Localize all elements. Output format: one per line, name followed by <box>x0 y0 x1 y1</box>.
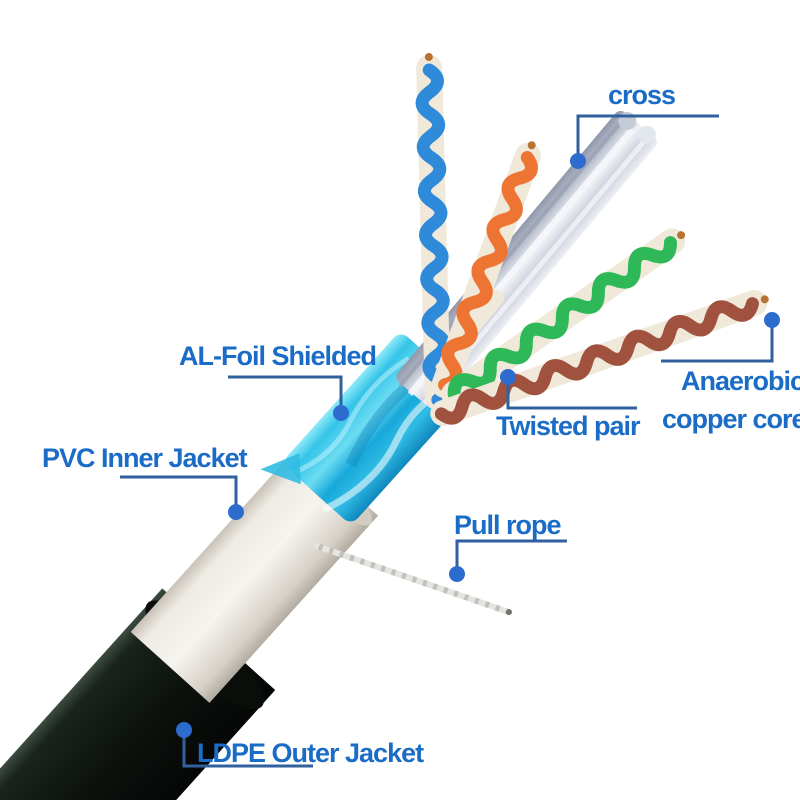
green-twisted-pair <box>441 228 686 408</box>
foil-flap <box>260 453 301 485</box>
foil-highlight <box>290 356 411 476</box>
brown-twisted-pair <box>430 290 769 427</box>
label-cross: cross <box>608 80 676 110</box>
leader-twisted-pair <box>506 380 637 410</box>
blue-twisted-pair <box>415 53 452 409</box>
leader-anaerobic <box>661 323 774 363</box>
label-anaerobic-line1: Anaerobic <box>681 366 800 396</box>
leader-cross <box>576 114 719 160</box>
leader-dot-al-foil <box>333 405 349 421</box>
leader-pull-rope <box>455 539 567 571</box>
label-ldpe-outer-jacket: LDPE Outer Jacket <box>197 738 424 768</box>
leader-pvc <box>120 475 238 509</box>
leader-dot-pull-rope <box>449 566 465 582</box>
label-pull-rope: Pull rope <box>454 510 562 540</box>
label-twisted-pair: Twisted pair <box>496 411 641 441</box>
copper-tip <box>527 141 536 150</box>
leader-al-foil <box>228 375 343 410</box>
leader-dot-ldpe <box>176 722 192 738</box>
label-anaerobic-line2: copper core <box>662 404 800 434</box>
copper-tip <box>677 231 686 240</box>
leader-lines <box>120 114 780 768</box>
label-al-foil-shielded: AL-Foil Shielded <box>179 341 377 371</box>
pull-rope <box>314 543 512 616</box>
leader-dot-cross <box>570 153 586 169</box>
leader-dot-anaerobic <box>764 312 780 328</box>
copper-tip <box>424 53 433 62</box>
copper-tip <box>760 295 769 304</box>
label-pvc-inner-jacket: PVC Inner Jacket <box>42 443 248 473</box>
leader-dot-twisted-pair <box>500 369 516 385</box>
orange-twisted-pair <box>431 141 541 398</box>
leader-ldpe <box>182 734 313 768</box>
leader-dot-pvc <box>228 504 244 520</box>
